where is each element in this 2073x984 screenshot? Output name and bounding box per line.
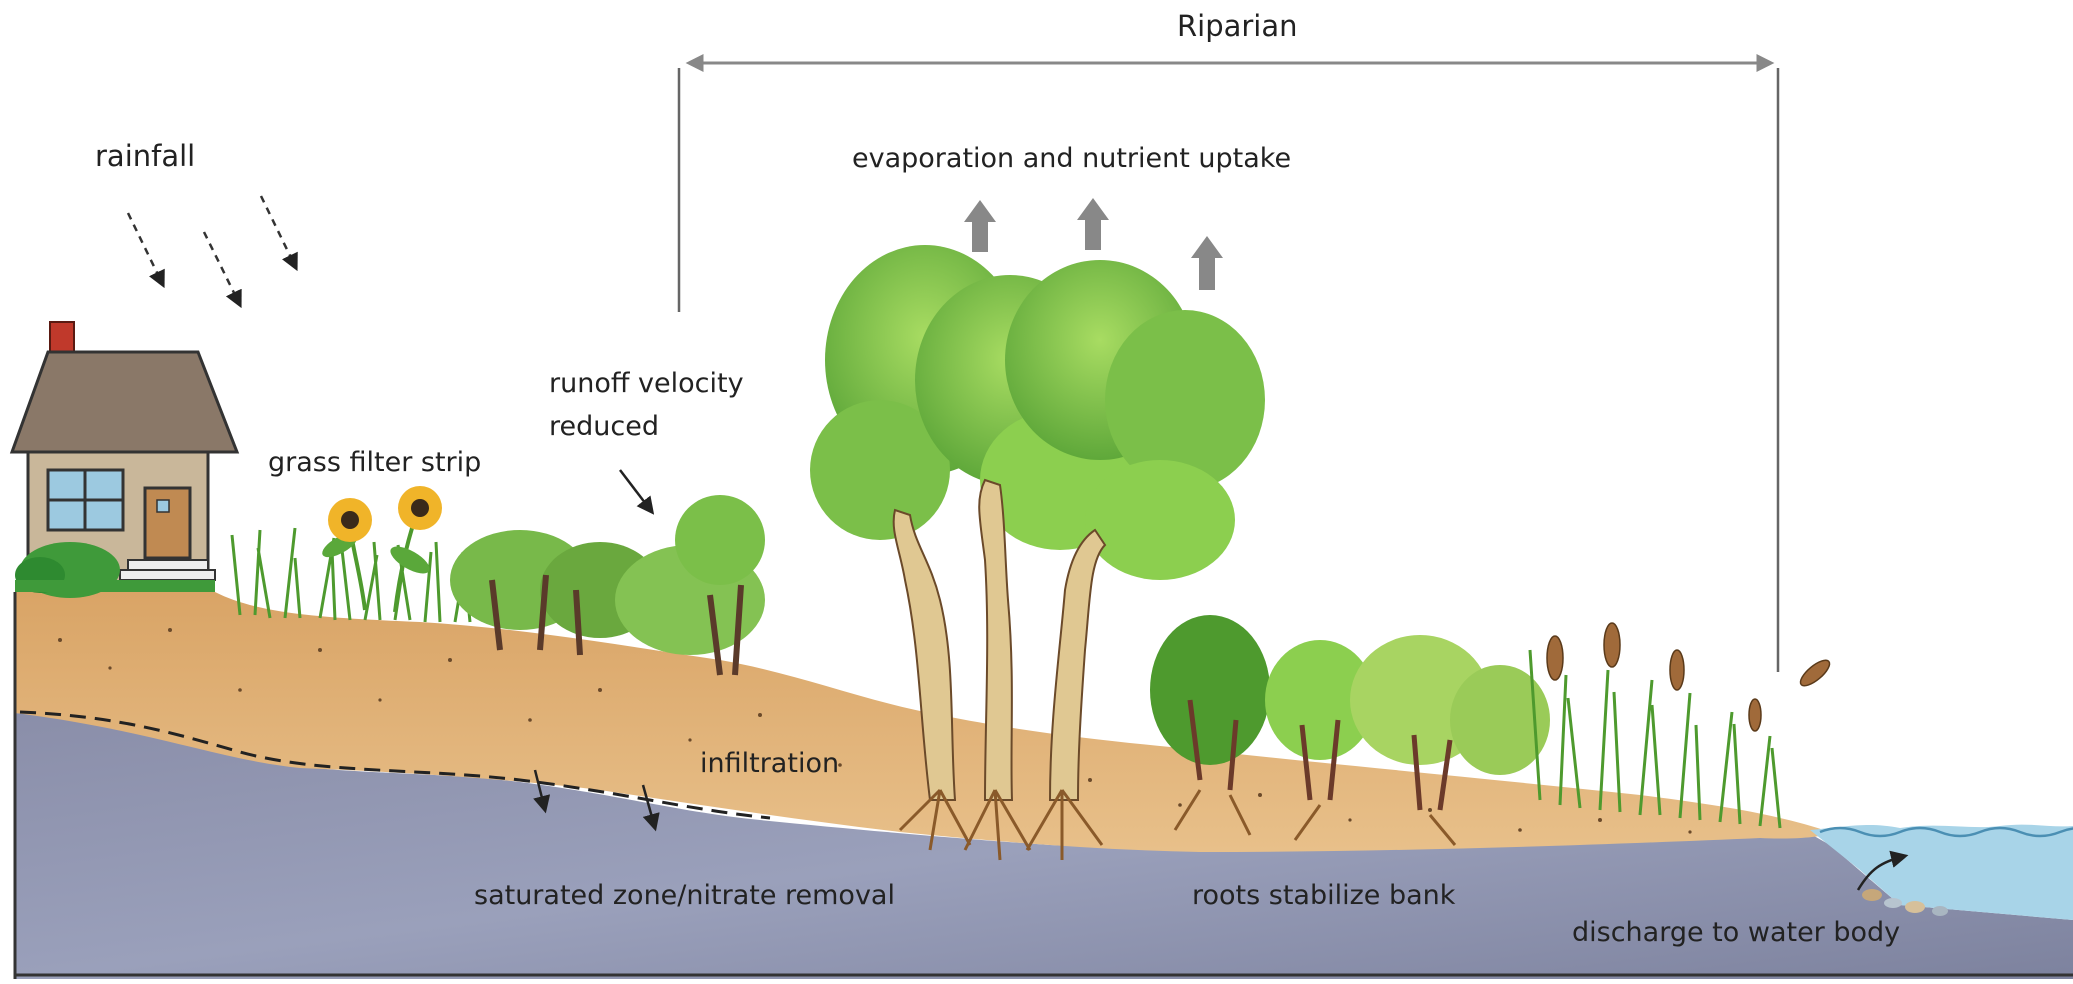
runoff-arrow <box>620 470 652 512</box>
rainfall-label: rainfall <box>95 138 195 174</box>
riparian-label: Riparian <box>1177 8 1298 44</box>
grass-filter-label: grass filter strip <box>268 446 481 480</box>
runoff-label-line2: reduced <box>549 410 659 444</box>
infiltration-label: infiltration <box>700 747 839 781</box>
evaporation-label: evaporation and nutrient uptake <box>852 142 1291 176</box>
discharge-label: discharge to water body <box>1572 916 1900 950</box>
house-icon <box>12 322 237 598</box>
dashed-arrow-icon <box>128 196 296 305</box>
roots-stabilize-label: roots stabilize bank <box>1192 879 1455 913</box>
saturated-zone-label: saturated zone/nitrate removal <box>474 879 895 913</box>
cattail-icon <box>1547 623 1833 731</box>
trees-canopy <box>810 245 1265 580</box>
sunflower-icon <box>319 486 442 612</box>
runoff-label-line1: runoff velocity <box>549 367 744 401</box>
